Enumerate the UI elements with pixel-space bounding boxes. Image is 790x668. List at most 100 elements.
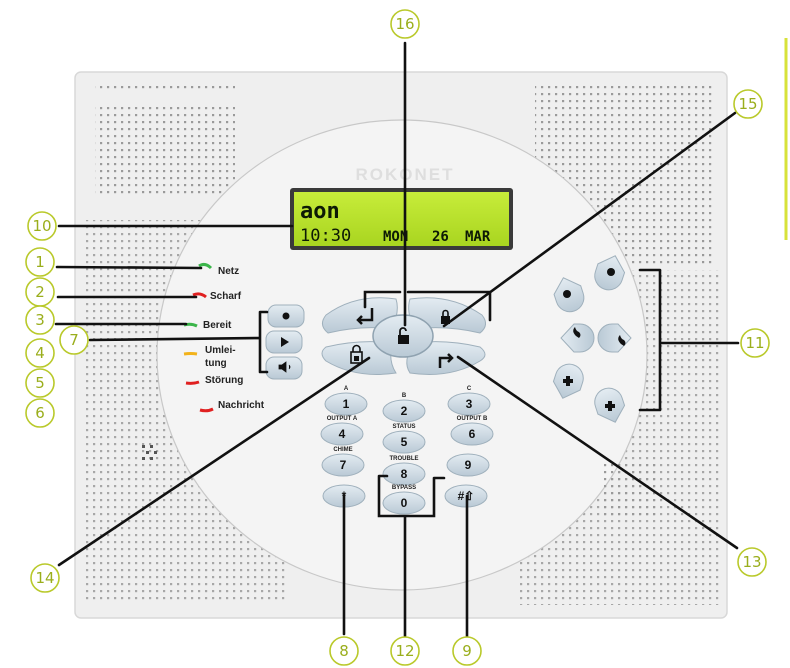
key-digit-label: 7 [340, 458, 347, 472]
unlock-icon [398, 327, 409, 344]
display-day: MON [383, 229, 408, 245]
key-8[interactable]: 8 [382, 462, 426, 486]
media-buttons [265, 304, 305, 380]
callout-4: 4 [25, 338, 55, 368]
play-button[interactable] [265, 330, 303, 354]
arming-buttons [321, 297, 486, 375]
leader-lines [54, 41, 740, 640]
key-function-label: B [402, 393, 407, 399]
led-scharf [192, 292, 207, 299]
status-indicators: Netz Scharf Bereit Umlei- tung Störung N… [183, 262, 265, 413]
callout-16: 16 [390, 9, 420, 39]
fire-button-left[interactable] [560, 323, 595, 353]
callout-11: 11 [740, 328, 770, 358]
callout-number: 4 [35, 344, 45, 362]
key-6[interactable]: 6 [450, 422, 494, 446]
key-9[interactable]: 9 [446, 453, 490, 477]
callout-number: 6 [35, 404, 45, 422]
display-month: MAR [465, 229, 491, 245]
medical-button-left[interactable] [549, 361, 586, 403]
key-digit-label: 4 [339, 427, 346, 441]
label-stoerung: Störung [205, 375, 243, 386]
callout-number: 16 [395, 15, 414, 33]
key-function-label: CHIME [333, 447, 352, 453]
key-digit-label: 3 [466, 397, 473, 411]
stay-arm-icon [356, 308, 374, 325]
display-line-1: aon [300, 199, 340, 224]
label-scharf: Scharf [210, 291, 242, 302]
play-icon [281, 337, 289, 347]
panic-button-right[interactable] [591, 252, 628, 294]
keypad-housing [74, 71, 728, 619]
key-digit-label: 2 [401, 404, 408, 418]
callout-10: 10 [27, 211, 57, 241]
callout-9: 9 [452, 636, 482, 666]
fire-icon [573, 327, 581, 338]
callout-number: 13 [742, 553, 761, 571]
record-button[interactable] [267, 304, 305, 328]
speaker-button[interactable] [265, 356, 303, 380]
key-5[interactable]: 5 [382, 430, 426, 454]
key-2[interactable]: 2 [382, 399, 426, 423]
callout-number: 7 [69, 331, 79, 349]
callout-number: 11 [745, 334, 764, 352]
microphone-holes [142, 445, 157, 460]
medical-button-right[interactable] [591, 385, 628, 427]
lcd-display: aon 10:30 MON 26 MAR [290, 188, 513, 250]
callout-number: 10 [32, 217, 51, 235]
partial-arm-button[interactable] [321, 341, 397, 375]
key-function-label: A [344, 386, 349, 392]
callout-number: 2 [35, 283, 45, 301]
callout-number: 9 [462, 642, 472, 660]
panic-icon [563, 290, 571, 298]
away-arm-icon [438, 353, 454, 368]
panic-icon [607, 268, 615, 276]
callout-14: 14 [30, 563, 60, 593]
callout-6: 6 [25, 398, 55, 428]
lock-icon [441, 309, 450, 324]
label-umleitung-1: Umlei- [205, 345, 236, 356]
led-umleitung [183, 352, 198, 356]
emergency-buttons [549, 252, 632, 427]
key-function-label: TROUBLE [390, 456, 419, 462]
fire-button-right[interactable] [597, 323, 632, 353]
key-function-label: OUTPUT A [327, 416, 358, 422]
led-nachricht [199, 407, 214, 413]
callout-13: 13 [737, 547, 767, 577]
display-time: 10:30 [300, 226, 351, 246]
led-netz [198, 262, 213, 270]
unlock-button[interactable] [372, 314, 434, 358]
panic-button-left[interactable] [550, 273, 587, 315]
key-7[interactable]: 7 [321, 453, 365, 477]
key-digit-label: 5 [401, 435, 408, 449]
key-digit-label: 6 [469, 427, 476, 441]
callout-3: 3 [25, 305, 55, 335]
speaker-icon [278, 361, 291, 373]
label-nachricht: Nachricht [218, 400, 265, 411]
led-stoerung [185, 380, 200, 385]
medical-icon [605, 401, 615, 411]
key-4[interactable]: 4 [320, 422, 364, 446]
callout-number: 14 [35, 569, 54, 587]
callout-12: 12 [390, 636, 420, 666]
record-icon [282, 312, 290, 320]
callout-number: 1 [35, 253, 45, 271]
medical-icon [563, 376, 573, 386]
callout-number: 3 [35, 311, 45, 329]
callout-8: 8 [329, 636, 359, 666]
key-digit-label: 9 [465, 458, 472, 472]
key-3[interactable]: 3 [447, 392, 491, 416]
partial-lock-icon [350, 344, 363, 364]
key-1[interactable]: 1 [324, 392, 368, 416]
callout-1: 1 [25, 247, 55, 277]
callout-5: 5 [25, 368, 55, 398]
key-digit-label: 8 [401, 467, 408, 481]
callout-number: 8 [339, 642, 349, 660]
key-function-label: STATUS [392, 424, 415, 430]
key-function-label: C [467, 386, 472, 392]
key-0[interactable]: 0 [382, 491, 426, 515]
key-digit-label: 1 [343, 397, 350, 411]
label-netz: Netz [218, 266, 239, 277]
